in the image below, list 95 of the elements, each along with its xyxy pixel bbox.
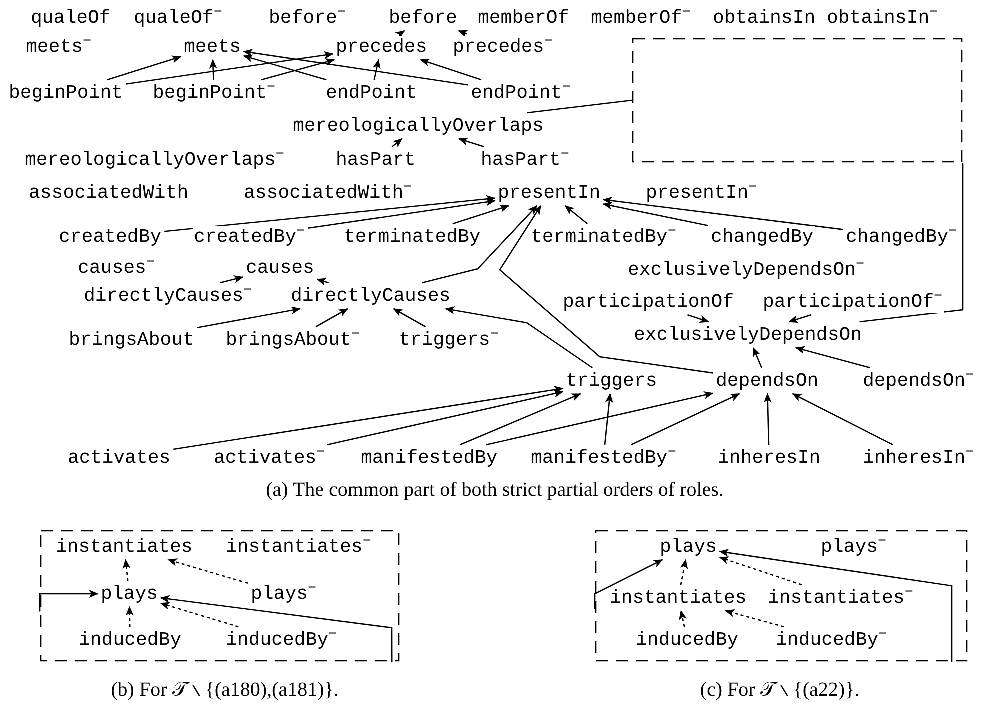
role-label: changedBy$^{−}$ (845, 226, 958, 248)
connector-line (860, 163, 964, 323)
role-label: terminatedBy (343, 226, 482, 248)
role-label: dependsOn$^{−}$ (862, 370, 976, 392)
role-label: beginPoint$^{−}$ (152, 82, 277, 104)
arrow (174, 386, 564, 450)
arrow (308, 198, 496, 230)
arrow (604, 393, 614, 446)
role-label: plays (100, 583, 160, 605)
role-label: bringsAbout (68, 329, 196, 351)
arrow (392, 138, 403, 148)
role-label: triggers (565, 370, 658, 392)
arrow (220, 276, 244, 284)
arrow (594, 559, 664, 610)
arrow (719, 556, 802, 586)
arrow (209, 59, 218, 80)
arrow (160, 602, 239, 628)
arrow (393, 308, 426, 328)
arrow (458, 138, 485, 148)
role-label: exclusivelyDependsOn (633, 324, 864, 346)
role-label: manifestedBy (360, 447, 499, 469)
arrow (679, 610, 687, 628)
arrow (243, 49, 468, 86)
arrow (420, 58, 482, 81)
role-label: beginPoint (8, 82, 124, 104)
role-label: createdBy$^{−}$ (193, 226, 306, 248)
arrow (126, 51, 334, 85)
role-label: directlyCauses (290, 285, 452, 307)
arrow (164, 195, 496, 232)
arrow (764, 393, 772, 446)
arrow (719, 549, 953, 662)
arrow (688, 314, 710, 324)
role-label: mereologicallyOverlaps$^{−}$ (24, 149, 286, 171)
arrow (243, 54, 327, 81)
arrow (788, 314, 812, 324)
role-label: presentIn (497, 182, 602, 204)
role-label: dependsOn (715, 370, 820, 392)
role-label: inducedBy$^{−}$ (775, 629, 888, 651)
arrow (458, 30, 469, 38)
arrow (631, 393, 740, 446)
role-label: inducedBy (635, 629, 740, 651)
arrow (126, 606, 134, 628)
arrow (795, 346, 871, 369)
arrow (168, 558, 248, 584)
arrow (460, 393, 582, 446)
arrow (373, 59, 381, 80)
role-label: presentIn$^{−}$ (645, 182, 758, 204)
arrow (602, 202, 708, 226)
arrow (564, 206, 588, 224)
caption: (a) The common part of both strict partial orders of roles. (266, 478, 724, 502)
dashed-frame (40, 530, 400, 662)
role-label: plays (659, 536, 718, 558)
role-label: participationOf (562, 291, 736, 313)
role-label: qualeOf$^{−}$ (133, 7, 224, 29)
dashed-frame (595, 530, 968, 662)
arrow (499, 205, 714, 374)
arrow (452, 204, 510, 225)
role-label: terminatedBy$^{−}$ (530, 226, 678, 248)
role-label: inducedBy (78, 629, 183, 651)
arrow (197, 306, 301, 329)
arrow (752, 347, 762, 368)
dashed-frame (632, 38, 963, 163)
arrow (422, 205, 538, 284)
role-label: mereologicallyOverlaps (292, 115, 545, 137)
arrow (122, 559, 131, 582)
caption: (b) For 𝒯 ∖ {(a180),(a181)}. (111, 678, 339, 702)
arrow (107, 56, 182, 81)
role-label: triggers$^{−}$ (398, 329, 500, 351)
role-label: manifestedBy$^{−}$ (530, 447, 678, 469)
arrow (327, 390, 564, 446)
role-label: precedes (335, 36, 428, 58)
arrow (39, 590, 99, 612)
role-label: inducedBy$^{−}$ (225, 629, 338, 651)
role-label: bringsAbout$^{−}$ (225, 329, 361, 351)
arrow (261, 58, 336, 81)
role-label: plays$^{−}$ (820, 536, 888, 558)
arrow (445, 306, 593, 369)
role-label: plays$^{−}$ (250, 583, 318, 605)
connector-line (527, 100, 632, 114)
role-label: createdBy (58, 226, 163, 248)
arrow (792, 393, 894, 446)
role-label: changedBy (710, 226, 815, 248)
role-label: exclusivelyDependsOn$^{−}$ (627, 259, 866, 281)
arrow (316, 278, 329, 286)
arrow (725, 609, 784, 628)
arrow (316, 308, 348, 328)
role-label: directlyCauses$^{−}$ (83, 285, 254, 307)
role-label: qualeOf (30, 7, 112, 29)
arrow (680, 559, 688, 586)
role-label: participationOf$^{−}$ (762, 291, 944, 313)
arrow (602, 196, 844, 230)
role-label: precedes$^{−}$ (452, 36, 554, 58)
arrow (486, 391, 714, 446)
caption: (c) For 𝒯 ∖ {(a22)}. (700, 678, 860, 702)
arrow (160, 595, 393, 662)
